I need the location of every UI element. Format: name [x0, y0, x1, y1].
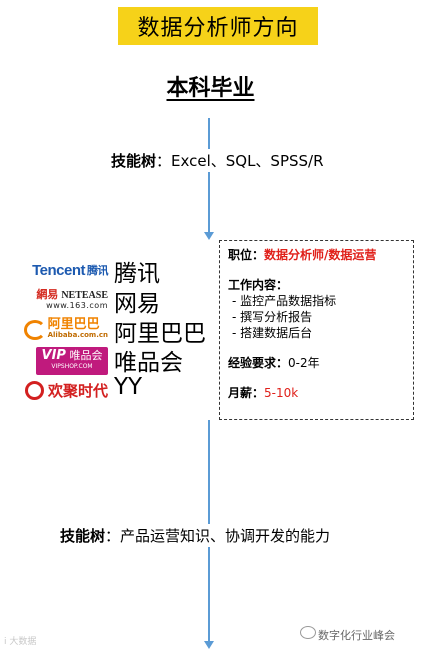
alibaba-logo: 阿里巴巴 Alibaba.com.cn — [4, 318, 108, 342]
spacer — [228, 341, 405, 355]
skills-top-label: 技能树 — [111, 152, 157, 170]
skills-bottom-label: 技能树 — [60, 527, 106, 545]
watermark-left: i 大数据 — [4, 637, 37, 647]
company-vipshop: VIP 唯品会 VIPSHOP.COM 唯品会 — [0, 347, 215, 376]
company-name: YY — [114, 374, 143, 400]
company-yy: 欢聚时代 YY — [0, 374, 215, 406]
spacer — [228, 371, 405, 385]
yy-ring-icon — [24, 380, 44, 400]
content-label: 工作内容： — [228, 278, 289, 292]
vipshop-logo: VIP 唯品会 VIPSHOP.COM — [36, 347, 108, 375]
salary-label: 月薪： — [228, 386, 265, 400]
timeline-line-1 — [208, 118, 210, 238]
wechat-icon — [300, 626, 316, 639]
netease-logo-en: NETEASE — [61, 289, 108, 301]
alibaba-logo-text: 阿里巴巴 Alibaba.com.cn — [47, 317, 108, 341]
position-label: 职位： — [228, 248, 265, 262]
tencent-logo-cn: 腾讯 — [87, 265, 109, 277]
experience-row: 经验要求：0-2年 — [228, 355, 405, 371]
page-title: 数据分析师方向 — [137, 16, 299, 41]
company-name: 腾讯 — [114, 261, 160, 287]
timeline-arrow-2 — [204, 641, 214, 649]
alibaba-smile-icon — [23, 320, 46, 340]
timeline-arrow-1 — [204, 232, 214, 240]
job-info-box: 职位：数据分析师/数据运营 工作内容： - 监控产品数据指标 - 撰写分析报告 … — [219, 240, 414, 420]
position-row: 职位：数据分析师/数据运营 — [228, 247, 405, 263]
company-name: 网易 — [114, 291, 160, 317]
experience-value: 0-2年 — [288, 356, 320, 370]
tencent-logo-en: Tencent — [32, 261, 85, 279]
watermark-right: 数字化行业峰会 — [318, 629, 395, 642]
company-name: 阿里巴巴 — [114, 321, 206, 347]
stage-heading: 本科毕业 — [166, 76, 255, 101]
skills-top: 技能树：Excel、SQL、SPSS/R — [111, 149, 324, 172]
salary-row: 月薪：5-10k — [228, 385, 405, 401]
vipshop-logo-line1: VIP 唯品会 — [41, 348, 103, 363]
skills-top-text: ：Excel、SQL、SPSS/R — [156, 152, 324, 170]
skills-bottom-text: ：产品运营知识、协调开发的能力 — [105, 527, 331, 545]
vipshop-logo-cn: 唯品会 — [69, 349, 103, 362]
alibaba-logo-cn: 阿里巴巴 — [47, 317, 100, 332]
salary-value: 5-10k — [264, 386, 299, 400]
netease-logo-url: www.163.com — [46, 300, 108, 310]
alibaba-logo-en: Alibaba.com.cn — [47, 331, 108, 339]
vipshop-logo-vip: VIP — [41, 348, 66, 363]
content-item: - 搭建数据后台 — [232, 326, 313, 340]
yy-logo-text: 欢聚时代 — [47, 381, 108, 400]
content-item: - 撰写分析报告 — [232, 310, 313, 324]
skills-bottom: 技能树：产品运营知识、协调开发的能力 — [60, 524, 331, 547]
title-banner: 数据分析师方向 — [118, 7, 318, 45]
netease-logo-cn: 網易 — [36, 287, 59, 301]
yy-logo: 欢聚时代 — [4, 378, 108, 402]
spacer — [228, 263, 405, 277]
company-alibaba: 阿里巴巴 Alibaba.com.cn 阿里巴巴 — [0, 318, 215, 347]
experience-label: 经验要求： — [228, 356, 289, 370]
position-value: 数据分析师/数据运营 — [264, 248, 377, 262]
vipshop-logo-url: VIPSHOP.COM — [51, 363, 93, 370]
company-name: 唯品会 — [114, 350, 183, 376]
content-item: - 监控产品数据指标 — [232, 294, 337, 308]
